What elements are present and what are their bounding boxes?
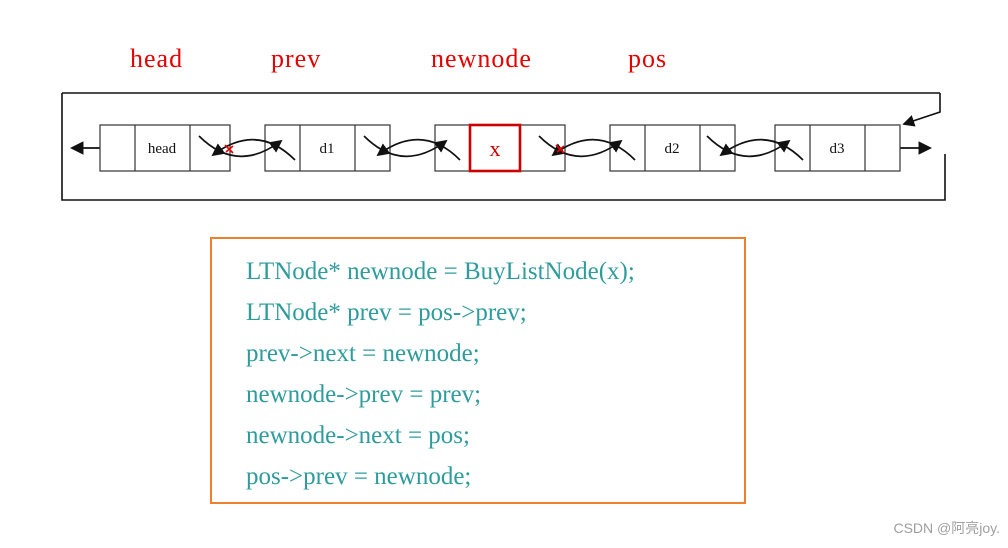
code-line-1: LTNode* newnode = BuyListNode(x); xyxy=(246,258,635,285)
next-curve xyxy=(538,135,623,158)
loop-top-right-arrow xyxy=(902,93,941,127)
red-mark-1 xyxy=(224,144,234,154)
prev-curve xyxy=(376,138,461,161)
link-arrows-head-d1 xyxy=(198,135,296,161)
watermark: CSDN @阿亮joy. xyxy=(893,520,1000,536)
outer-loop-lines xyxy=(61,92,946,201)
node-d2-label: d2 xyxy=(665,141,680,157)
linked-list-diagram: head d1 x d2 d3 xyxy=(61,92,946,201)
node-head xyxy=(99,124,231,172)
code-line-6: pos->prev = newnode; xyxy=(246,463,472,490)
next-curve xyxy=(706,135,791,158)
prev-curve xyxy=(719,138,804,161)
prev-curve xyxy=(211,138,296,161)
code-line-3: prev->next = newnode; xyxy=(246,340,480,367)
node-d3 xyxy=(774,124,901,172)
code-line-5: newnode->next = pos; xyxy=(246,422,470,449)
node-d1 xyxy=(264,124,391,172)
node-x-label: x xyxy=(490,136,501,161)
code-box: LTNode* newnode = BuyListNode(x); LTNode… xyxy=(210,237,746,504)
next-curve xyxy=(363,135,448,158)
node-x-highlight-cell xyxy=(468,123,522,173)
node-d1-label: d1 xyxy=(320,141,335,157)
pointer-label-prev: prev xyxy=(271,44,322,73)
red-mark-2 xyxy=(555,144,565,154)
prev-curve xyxy=(551,138,636,161)
loop-left-and-bottom-line xyxy=(61,93,946,201)
node-d2 xyxy=(609,124,736,172)
node-head-label: head xyxy=(148,141,177,157)
code-line-2: LTNode* prev = pos->prev; xyxy=(246,299,527,326)
pointer-label-head: head xyxy=(130,44,184,73)
link-arrows-x-d2 xyxy=(538,135,636,161)
link-arrows-d1-x xyxy=(363,135,461,161)
code-line-4: newnode->prev = prev; xyxy=(246,381,482,408)
node-d3-label: d3 xyxy=(830,141,845,157)
pointer-label-newnode: newnode xyxy=(431,44,532,73)
link-arrows-d2-d3 xyxy=(706,135,804,161)
next-curve xyxy=(198,135,283,158)
pointer-label-pos: pos xyxy=(628,44,668,73)
